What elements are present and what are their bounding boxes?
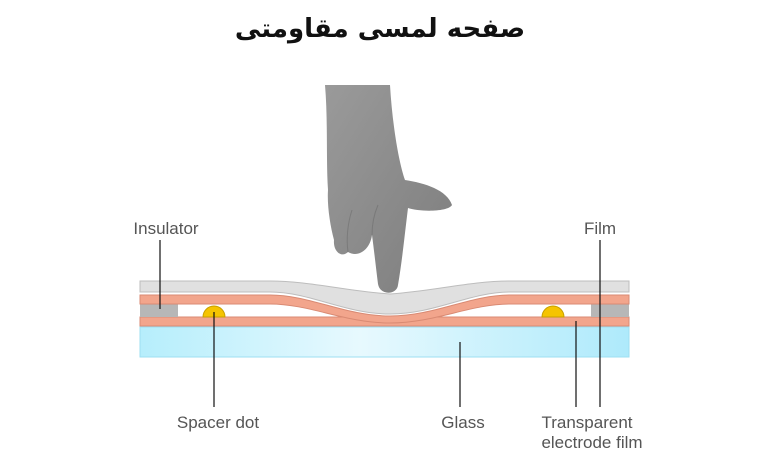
label-insulator: Insulator xyxy=(133,219,199,238)
label-transparent: Transparent xyxy=(541,413,632,432)
top-film-layer xyxy=(139,280,630,315)
glass-layer xyxy=(139,326,630,358)
top-electrode-layer xyxy=(139,294,630,324)
label-electrode-film: electrode film xyxy=(541,433,642,452)
spacer-dot-left xyxy=(202,305,226,318)
label-glass: Glass xyxy=(441,413,484,432)
right-insulator xyxy=(591,304,629,317)
label-film: Film xyxy=(584,219,616,238)
spacer-dot-right xyxy=(541,305,565,318)
left-insulator xyxy=(140,304,178,317)
label-spacer-dot: Spacer dot xyxy=(177,413,259,432)
pointing-finger-icon xyxy=(325,85,452,293)
diagram-title: صفحه لمسی مقاومتی xyxy=(234,14,526,44)
leader-lines xyxy=(159,240,601,407)
